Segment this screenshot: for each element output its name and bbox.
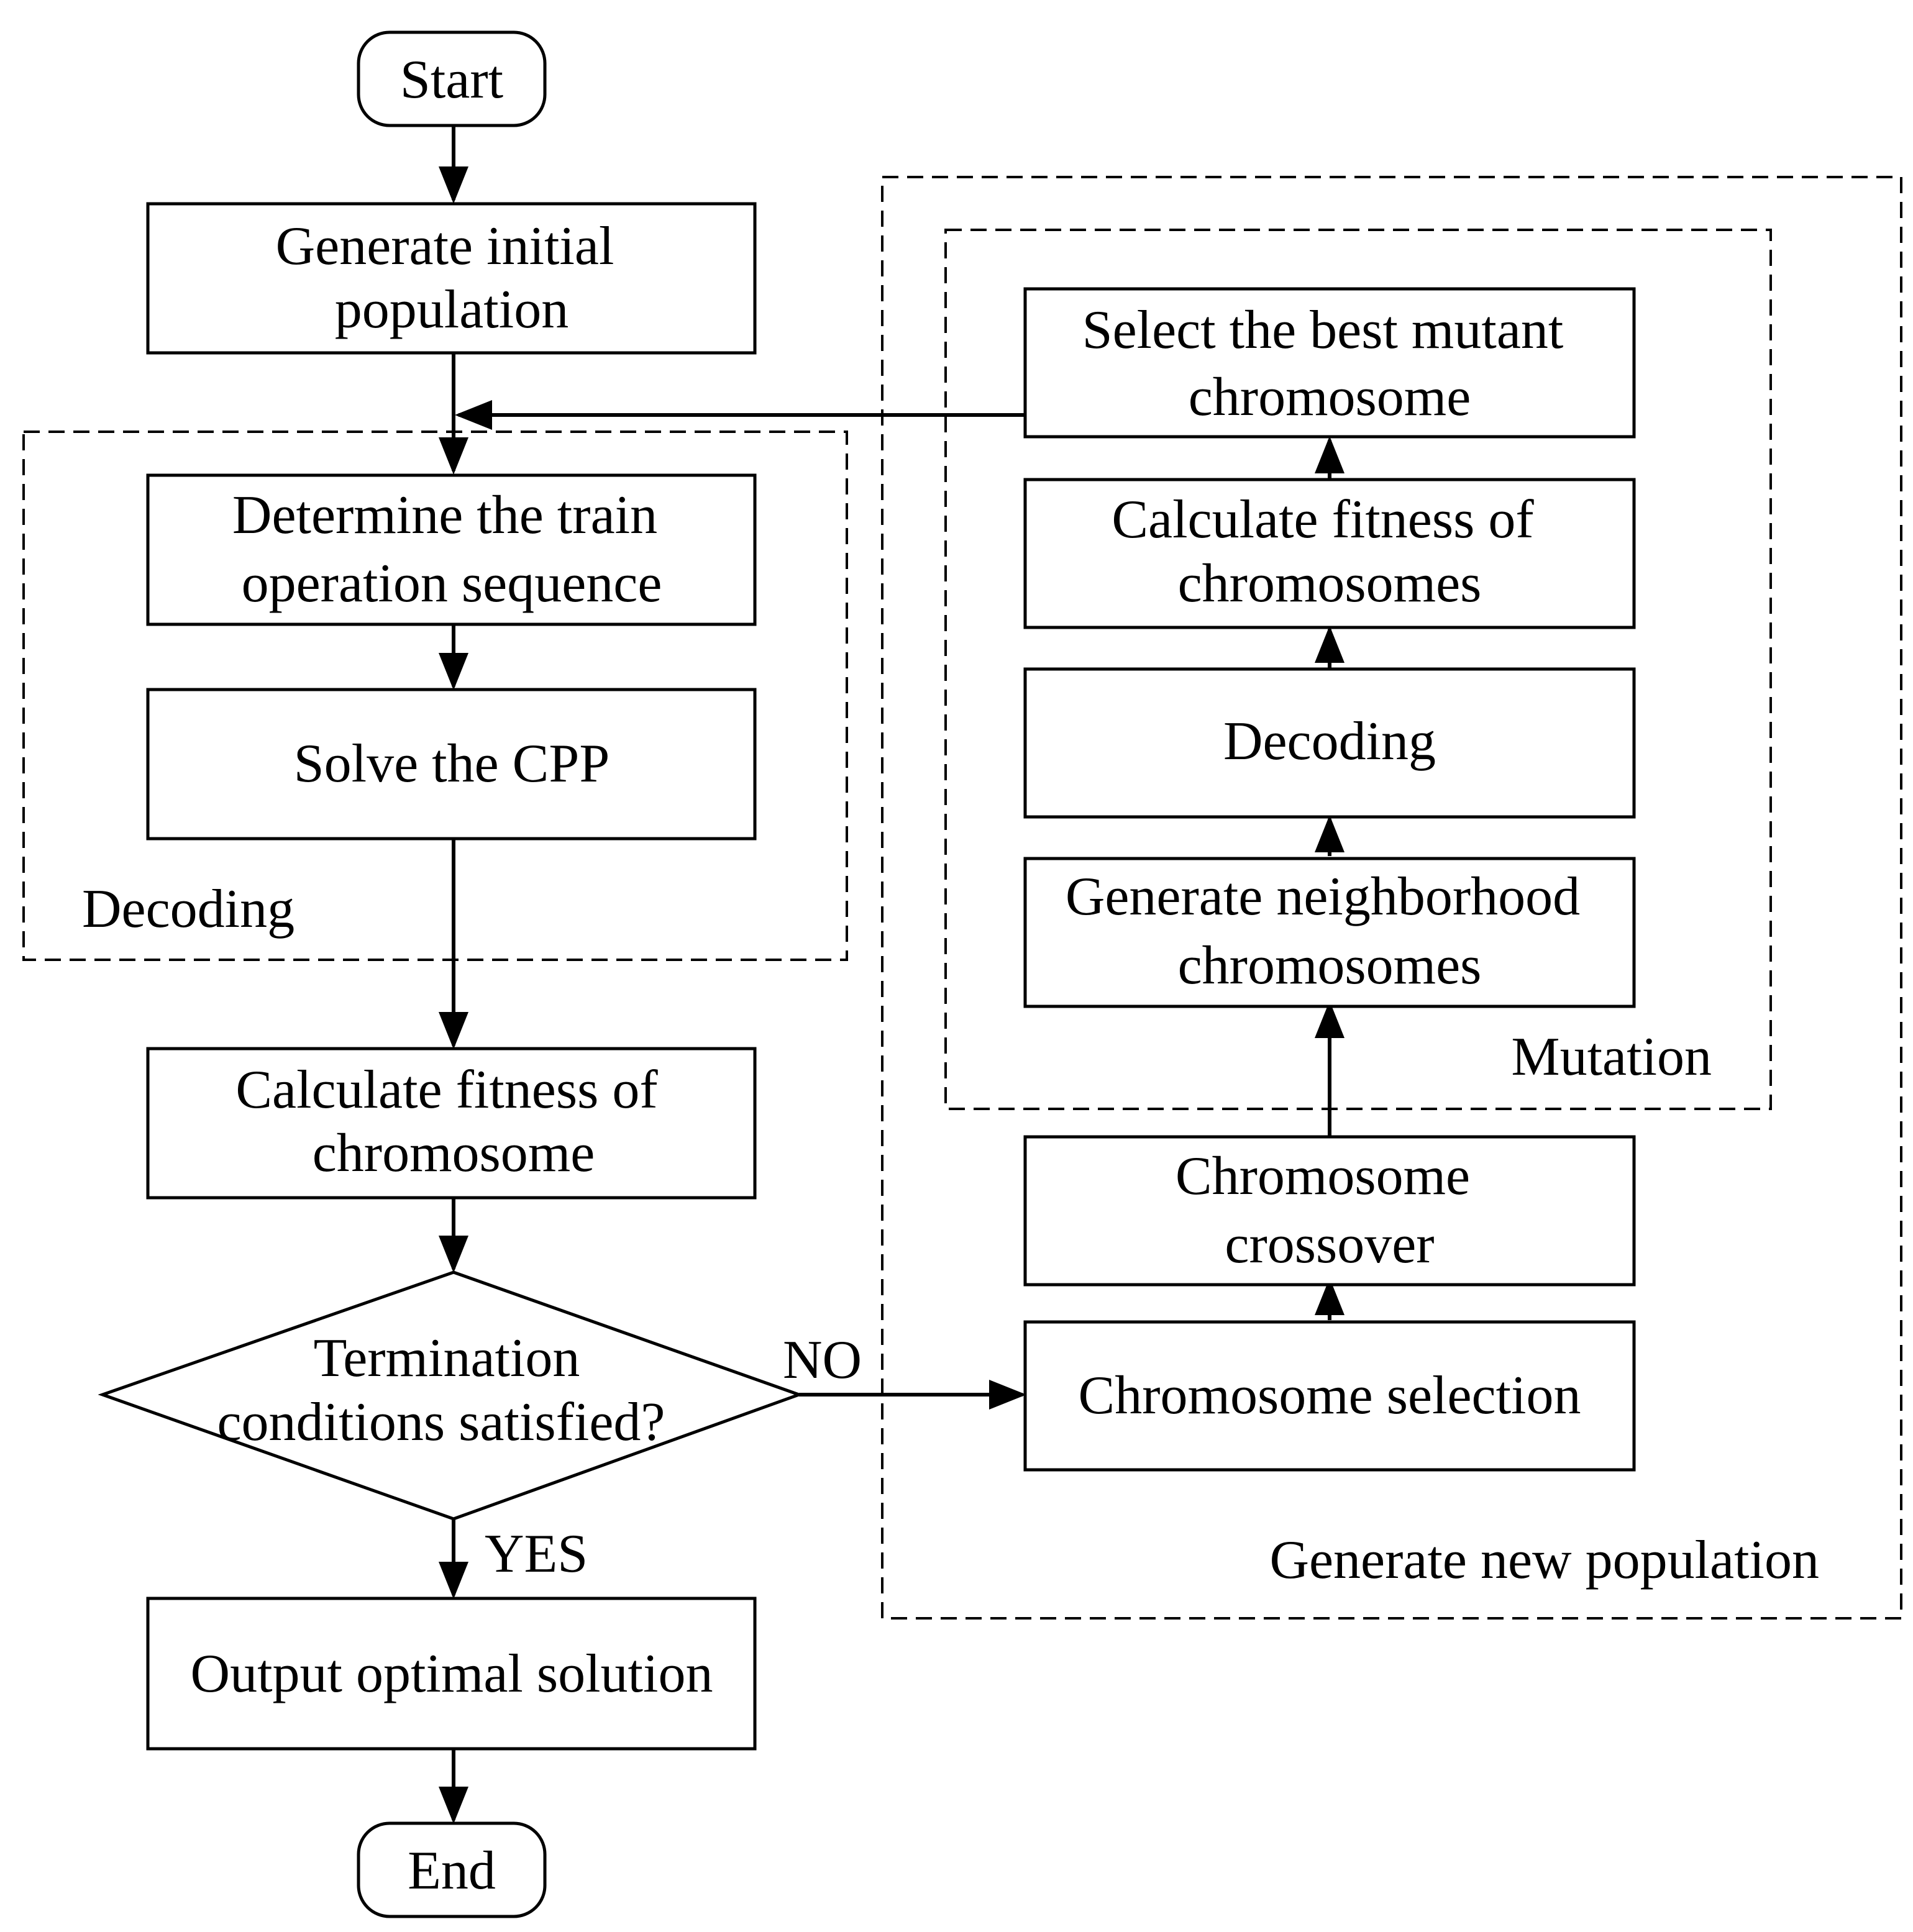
svg-text:Termination conditions s: Termination conditions satisfied? bbox=[217, 1328, 665, 1452]
edge-label-yes: YES bbox=[485, 1524, 588, 1584]
node-neighborhood-line1: Generate neighborhood bbox=[1066, 867, 1580, 927]
node-output-optimal-solution: Output optimal solution bbox=[146, 1597, 757, 1751]
node-end: End bbox=[357, 1821, 547, 1918]
node-determine-line1: Determine the train bbox=[232, 485, 657, 545]
node-chromosome-crossover: Chromosome crossover bbox=[1023, 1135, 1636, 1287]
node-select-best-line1: Select the best mutant bbox=[1082, 300, 1564, 360]
node-start: Start bbox=[357, 30, 547, 127]
group-mutation-label: Mutation bbox=[1511, 1027, 1712, 1087]
node-calc-fitness-mut-line1: Calculate fitness of bbox=[1112, 490, 1534, 550]
svg-text:Select the best mutant c: Select the best mutant chromosome bbox=[1082, 300, 1577, 427]
node-crossover-line2: crossover bbox=[1225, 1214, 1434, 1275]
group-generate-new-population: Generate new population bbox=[881, 176, 1902, 1620]
node-select-best-mutant: Select the best mutant chromosome bbox=[1023, 287, 1636, 439]
node-termination-line1: Termination bbox=[314, 1328, 580, 1388]
svg-text:Calculate fitness of chr: Calculate fitness of chromosomes bbox=[1112, 490, 1547, 614]
node-generate-initial-population: Generate initial population bbox=[146, 202, 757, 355]
node-termination-decision: Termination conditions satisfied? bbox=[98, 1270, 804, 1521]
node-solve-cpp: Solve the CPP bbox=[146, 688, 757, 841]
node-output-optimal-label: Output optimal solution bbox=[191, 1644, 713, 1704]
node-select-best-line2: chromosome bbox=[1189, 367, 1471, 427]
node-calc-fitness-mut-line2: chromosomes bbox=[1178, 554, 1482, 614]
node-calc-fitness-main-line1: Calculate fitness of bbox=[235, 1060, 658, 1120]
svg-text:Calculate fitness of chr: Calculate fitness of chromosome bbox=[235, 1060, 671, 1183]
node-crossover-line1: Chromosome bbox=[1176, 1146, 1470, 1206]
node-calculate-fitness-chromosomes: Calculate fitness of chromosomes bbox=[1023, 478, 1636, 629]
node-decoding-mutation: Decoding bbox=[1023, 667, 1636, 819]
node-generate-initial-line1: Generate initial bbox=[276, 216, 614, 276]
node-determine-operation-sequence: Determine the train operation sequence bbox=[146, 473, 757, 626]
node-end-label: End bbox=[408, 1841, 496, 1901]
node-calc-fitness-main-line2: chromosome bbox=[313, 1123, 595, 1183]
node-generate-initial-line2: population bbox=[335, 280, 568, 340]
node-solve-cpp-label: Solve the CPP bbox=[294, 734, 610, 794]
group-decoding: Decoding bbox=[22, 431, 848, 961]
node-chromosome-selection-label: Chromosome selection bbox=[1079, 1365, 1581, 1426]
node-chromosome-selection: Chromosome selection bbox=[1023, 1320, 1636, 1472]
svg-text:Generate neighborhood ch: Generate neighborhood chromosomes bbox=[1066, 867, 1594, 996]
edge-label-no: NO bbox=[783, 1330, 862, 1390]
node-decoding-mutation-label: Decoding bbox=[1223, 711, 1436, 772]
svg-text:Chromosome crossover: Chromosome crossover bbox=[1176, 1146, 1484, 1275]
group-generate-new-population-label: Generate new population bbox=[1269, 1530, 1819, 1590]
node-determine-line2: operation sequence bbox=[242, 554, 662, 614]
node-calculate-fitness-main: Calculate fitness of chromosome bbox=[146, 1047, 757, 1200]
node-generate-neighborhood: Generate neighborhood chromosomes bbox=[1023, 857, 1636, 1008]
group-decoding-label: Decoding bbox=[82, 879, 294, 939]
group-mutation: Mutation bbox=[944, 229, 1772, 1110]
node-start-label: Start bbox=[400, 50, 503, 110]
svg-text:Determine the train oper: Determine the train operation sequence bbox=[232, 485, 671, 614]
node-neighborhood-line2: chromosomes bbox=[1178, 936, 1482, 996]
edges bbox=[439, 125, 1345, 1824]
svg-text:Generate initial populat: Generate initial population bbox=[276, 216, 628, 340]
node-termination-line2: conditions satisfied? bbox=[217, 1392, 665, 1452]
